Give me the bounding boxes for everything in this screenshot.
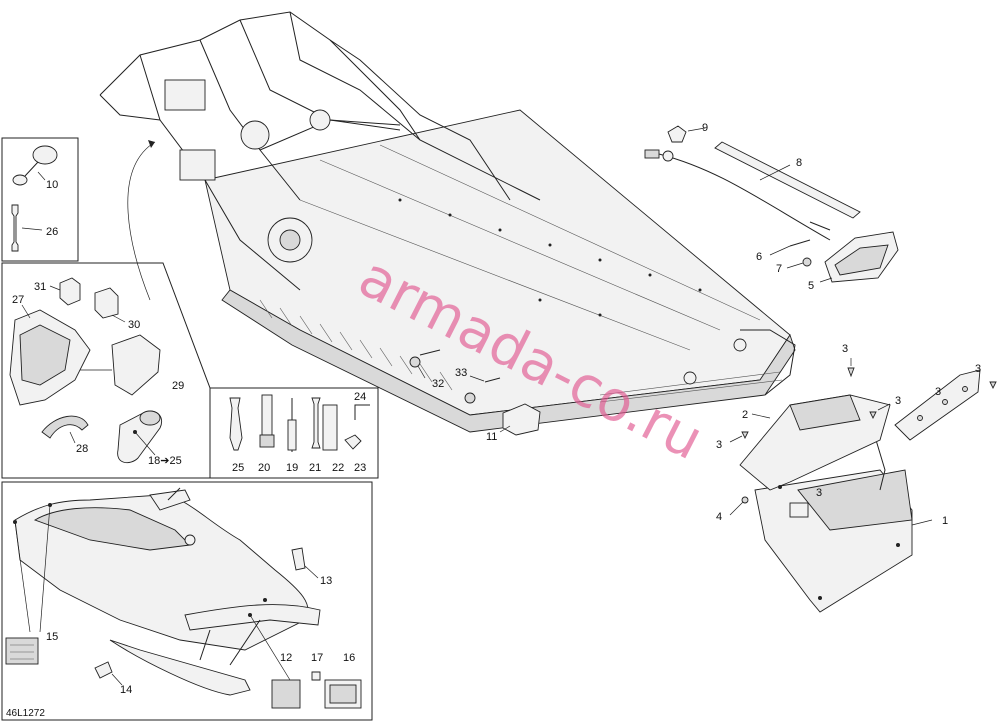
callout-8: 8 bbox=[796, 157, 802, 169]
part-harness-wire bbox=[644, 149, 831, 241]
diagram-code: 46L1272 bbox=[6, 708, 45, 719]
part-25-spark-plug-wrench bbox=[229, 397, 243, 451]
part-14-tag bbox=[94, 661, 123, 686]
callout-5: 5 bbox=[808, 280, 814, 292]
part-9-grommet bbox=[667, 125, 706, 143]
inset-box-snowmobile bbox=[1, 481, 373, 721]
callout-26: 26 bbox=[46, 226, 58, 238]
callout-30: 30 bbox=[128, 319, 140, 331]
callout-10: 10 bbox=[46, 179, 58, 191]
callout-9: 9 bbox=[702, 122, 708, 134]
part-13-decal bbox=[291, 547, 319, 579]
callout-23: 23 bbox=[354, 462, 366, 474]
callout-labels: 1 2 3 3 3 3 3 3 4 5 6 7 8 9 10 11 12 13 … bbox=[12, 122, 981, 696]
part-27-bag bbox=[9, 304, 91, 406]
callout-20: 20 bbox=[258, 462, 270, 474]
part-28-strap bbox=[41, 415, 89, 444]
callout-21: 21 bbox=[309, 462, 321, 474]
callout-15: 15 bbox=[46, 631, 58, 643]
part-23-clip bbox=[344, 434, 362, 450]
callout-16: 16 bbox=[343, 652, 355, 664]
pointer-arrow-frame bbox=[127, 141, 156, 301]
callout-31: 31 bbox=[34, 281, 46, 293]
callout-12: 12 bbox=[280, 652, 292, 664]
callout-14: 14 bbox=[120, 684, 132, 696]
callout-13: 13 bbox=[320, 575, 332, 587]
part-33-bolt bbox=[419, 349, 501, 383]
arrowhead-icon bbox=[148, 140, 155, 148]
part-24-wire bbox=[354, 404, 370, 420]
inset-box-mirror-wrench bbox=[1, 137, 79, 262]
part-29-cover bbox=[80, 334, 161, 396]
part-17-clip bbox=[311, 671, 321, 681]
callout-2: 2 bbox=[742, 409, 748, 421]
callout-19: 19 bbox=[286, 462, 298, 474]
part-6-screw bbox=[769, 239, 811, 256]
callout-33: 33 bbox=[455, 367, 467, 379]
callout-3d: 3 bbox=[895, 395, 901, 407]
part-19-screwdriver bbox=[287, 398, 297, 452]
part-20-fuse-puller bbox=[259, 394, 275, 448]
part-21-wrench bbox=[311, 397, 321, 449]
callout-7: 7 bbox=[776, 263, 782, 275]
part-11-clip bbox=[499, 403, 541, 436]
part-5-taillight bbox=[819, 231, 899, 283]
callout-22: 22 bbox=[332, 462, 344, 474]
callout-3b: 3 bbox=[975, 363, 981, 375]
callout-27: 27 bbox=[12, 294, 24, 306]
part-10-mirror bbox=[12, 145, 58, 186]
callout-3a: 3 bbox=[842, 343, 848, 355]
part-32-nut bbox=[409, 356, 476, 404]
part-12-manual bbox=[271, 679, 301, 709]
rivet-markers bbox=[729, 358, 997, 516]
part-1-snowflap bbox=[754, 419, 933, 613]
callout-29: 29 bbox=[172, 380, 184, 392]
part-18-roll-bag bbox=[117, 410, 163, 464]
part-30-bumper bbox=[94, 287, 126, 323]
snowmobile-leaders bbox=[13, 503, 291, 681]
callout-24: 24 bbox=[354, 391, 366, 403]
callout-1: 1 bbox=[942, 515, 948, 527]
callout-4: 4 bbox=[716, 511, 722, 523]
callout-28: 28 bbox=[76, 443, 88, 455]
part-26-wrench bbox=[11, 204, 43, 252]
part-31-bumper bbox=[49, 277, 81, 306]
chassis-frame bbox=[99, 11, 796, 433]
callout-17: 17 bbox=[311, 652, 323, 664]
callout-3e: 3 bbox=[716, 439, 722, 451]
part-7-screw-top bbox=[809, 221, 831, 231]
part-8-strip bbox=[714, 141, 861, 219]
part-2-mudflap-bracket bbox=[739, 394, 891, 491]
part-22-tube bbox=[322, 404, 338, 451]
part-3-right-bracket bbox=[894, 369, 981, 441]
callout-6: 6 bbox=[756, 251, 762, 263]
part-16-pouch bbox=[324, 679, 362, 709]
callout-11: 11 bbox=[486, 431, 497, 443]
callout-25: 25 bbox=[232, 462, 244, 474]
part-7-nut bbox=[786, 257, 812, 269]
inset-box-toolkit bbox=[209, 387, 379, 479]
callout-18-25: 18➔25 bbox=[148, 455, 182, 467]
part-15-label bbox=[5, 637, 39, 665]
snowmobile-illustration bbox=[14, 487, 321, 696]
callout-32: 32 bbox=[432, 378, 444, 390]
callout-3f: 3 bbox=[816, 487, 822, 499]
callout-3c: 3 bbox=[935, 386, 941, 398]
